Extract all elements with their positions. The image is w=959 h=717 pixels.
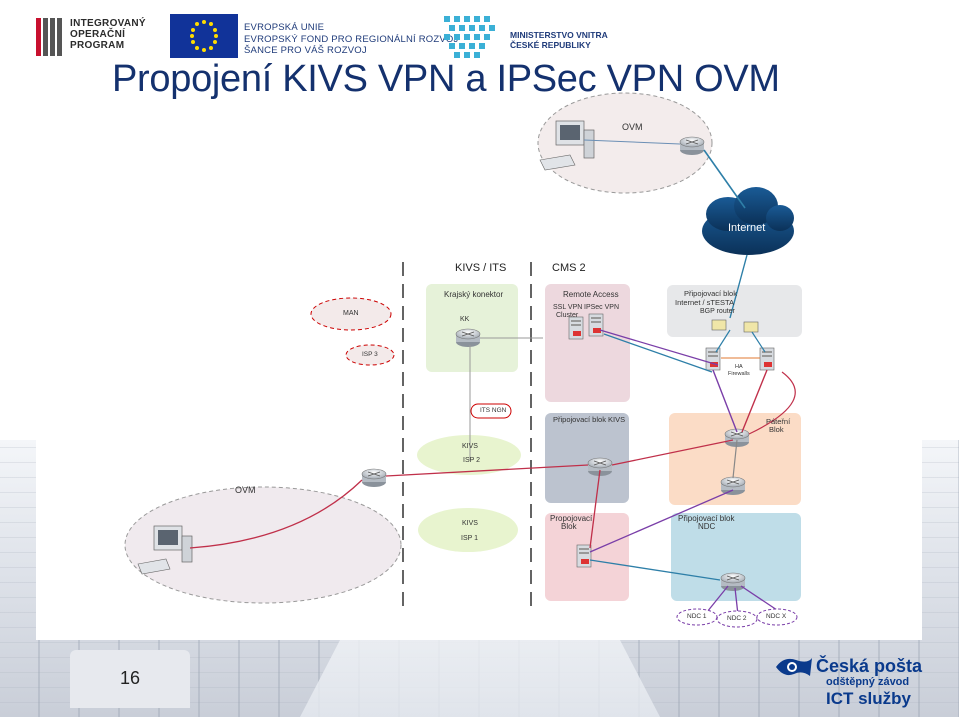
- firewall-2-icon: [759, 347, 775, 371]
- kk-zone: [426, 284, 518, 372]
- ndc2-ellipse: [716, 610, 758, 628]
- internet-block-zone: [667, 285, 802, 337]
- ndcx-label: NDC X: [766, 613, 787, 620]
- mvcr-line-1: MINISTERSTVO VNITRA: [510, 30, 608, 40]
- kk-router-icon: [455, 328, 481, 348]
- internet-label: Internet: [728, 222, 766, 234]
- pripojovaci-internet-label: Připojovací blok: [684, 289, 737, 298]
- ndc1-ellipse: [676, 608, 718, 626]
- ndc1-label: NDC 1: [687, 613, 707, 620]
- cluster-label: Cluster: [556, 312, 579, 319]
- bgp-router-icon-1: [711, 319, 727, 331]
- slide-number: 16: [120, 668, 141, 688]
- pateri-router-2-icon: [720, 476, 746, 496]
- ndcx-ellipse: [756, 608, 798, 626]
- bgp-router-icon-2: [743, 321, 759, 333]
- ceska-posta-name: Česká pošta: [816, 656, 923, 676]
- propojovaci-server-icon: [576, 544, 592, 568]
- propojovaci-label-2: Blok: [561, 522, 577, 531]
- remote-access-label: Remote Access: [563, 290, 619, 299]
- mvcr-logo-icon: [444, 16, 495, 58]
- iop-line-3: PROGRAM: [70, 40, 125, 51]
- kk-label: KK: [460, 316, 470, 323]
- iop-line-1: INTEGROVANÝ: [70, 18, 146, 29]
- ovm-top-computer-icon: [539, 120, 595, 171]
- propojovaci-label-1: Propojovací: [550, 514, 593, 523]
- ovm-router-icon: [361, 468, 387, 488]
- iop-logo: INTEGROVANÝ OPERAČNÍ PROGRAM: [36, 14, 158, 60]
- remote-access-zone: [545, 284, 630, 402]
- ovm-label: OVM: [235, 485, 256, 495]
- ovm-top-label: OVM: [622, 122, 643, 132]
- ict-sluzby-label: ICT služby: [826, 689, 912, 708]
- eu-line-3: ŠANCE PRO VÁŠ ROZVOJ: [244, 45, 367, 56]
- ovm-bottom-computer-icon: [137, 525, 193, 575]
- its-ngn-box: [470, 403, 512, 419]
- ovm-top-router-icon: [679, 136, 705, 156]
- man-ellipse: [310, 297, 392, 331]
- kivs-isp2-label-1: KIVS: [462, 443, 478, 450]
- pripojovaci-kivs-label: Připojovací blok KIVS: [553, 415, 626, 424]
- kivs-isp2-ellipse: [417, 435, 521, 475]
- internet-cloud-icon: [702, 187, 794, 255]
- ssl-vpn-server-icon: [568, 316, 584, 340]
- pateri-label: Páteřní: [766, 417, 791, 426]
- iop-line-2: OPERAČNÍ: [70, 29, 126, 40]
- eu-line-2: EVROPSKÝ FOND PRO REGIONÁLNÍ ROZVOJ: [244, 33, 459, 45]
- blok-label: Blok: [769, 425, 784, 434]
- mvcr-line-2: ČESKÉ REPUBLIKY: [510, 40, 591, 50]
- pripojovaci-ndc-label-2: NDC: [698, 522, 716, 531]
- bgp-router-label: BGP router: [700, 308, 735, 315]
- cms2-label: CMS 2: [552, 262, 586, 274]
- ipsec-vpn-label: IPSec VPN: [584, 304, 620, 311]
- kivs-its-label: KIVS / ITS: [455, 262, 507, 274]
- ovm-bottom-ellipse: [124, 486, 402, 604]
- kivs-isp1-label-2: ISP 1: [461, 535, 478, 542]
- krajsky-label: Krajský konektor: [444, 290, 504, 299]
- isp3-label: ISP 3: [362, 351, 378, 358]
- ndc-zone: [671, 513, 801, 601]
- ceska-posta-horn-icon: [776, 658, 812, 676]
- ceska-posta-sub: odštěpný závod: [826, 676, 910, 688]
- mvcr-text: MINISTERSTVO VNITRA ČESKÉ REPUBLIKY: [510, 30, 608, 50]
- iop-stripes-icon: [36, 18, 62, 56]
- eu-text: EVROPSKÁ UNIE EVROPSKÝ FOND PRO REGIONÁL…: [244, 22, 458, 57]
- ssl-vpn-label: SSL VPN: [553, 304, 583, 311]
- kivs-isp1-ellipse: [418, 508, 518, 552]
- ndc-router-icon: [720, 572, 746, 592]
- page-title: Propojení KIVS VPN a IPSec VPN OVM: [112, 58, 780, 100]
- firewalls-label: Firewalls: [728, 371, 750, 377]
- kivs-block-zone: [545, 413, 629, 503]
- its-ngn-label: ITS NGN: [480, 407, 507, 414]
- pripojovaci-ndc-label-1: Připojovací blok: [678, 514, 735, 523]
- man-label: MAN: [343, 310, 359, 317]
- ovm-top-ellipse: [537, 92, 713, 194]
- ndc2-label: NDC 2: [727, 615, 747, 622]
- slide-number-box: 16: [70, 650, 190, 708]
- kivs-isp1-label-1: KIVS: [462, 520, 478, 527]
- eu-line-1: EVROPSKÁ UNIE: [244, 22, 325, 33]
- ha-label: HA: [735, 364, 743, 370]
- isp3-ellipse: [345, 344, 395, 366]
- pripojovaci-internet-label-2: Internet / sTESTA: [675, 298, 735, 307]
- firewall-1-icon: [705, 347, 721, 371]
- ipsec-vpn-server-icon: [588, 313, 604, 337]
- eu-flag-icon: [170, 14, 238, 58]
- kivs-isp2-label-2: ISP 2: [463, 457, 480, 464]
